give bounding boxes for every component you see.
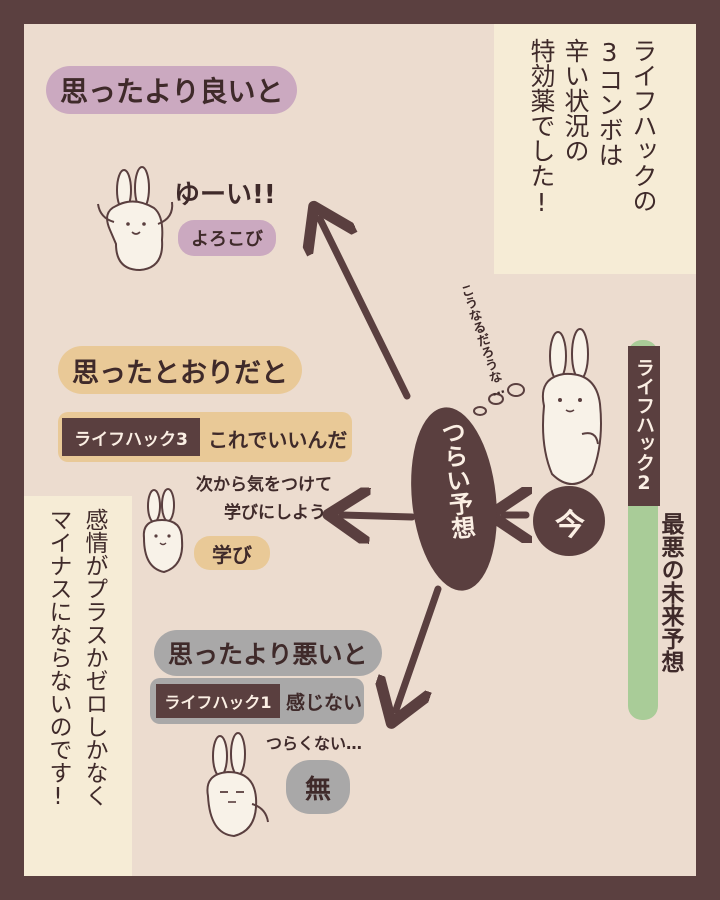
note-bottom-left-text: 感情がプラスかゼロしかなく マイナスにならないのです! (45, 508, 107, 810)
bad-mutter: つらくない… (266, 734, 363, 753)
rabbit-numb-icon (206, 732, 269, 838)
side-label-tag: ライフハック2 (628, 346, 660, 506)
good-shout: ゆーい!! (174, 180, 276, 210)
expected-tag: ライフハック3 (62, 418, 200, 456)
note-top-right-box (494, 24, 696, 274)
rabbit-happy-icon (97, 166, 174, 272)
now-label: 今 (555, 508, 585, 543)
side-label-text: 最悪の未来予想 (657, 512, 683, 673)
forecast-blob (411, 407, 497, 591)
bad-emotion-tag: 無 (286, 760, 350, 814)
thought-dot (488, 393, 504, 405)
now-circle (533, 486, 605, 556)
thought-dot (473, 406, 487, 416)
expected-emotion-tag: 学び (194, 536, 270, 570)
good-heading: 思ったより良いと (46, 66, 298, 114)
bad-heading: 思ったより悪いと (154, 630, 382, 676)
good-emotion-tag: よろこび (178, 220, 276, 256)
rabbit-thinking-icon (542, 328, 602, 485)
arrow-up-left (320, 219, 411, 400)
thought-dot (507, 383, 525, 397)
note-top-right-text: ライフハックの 3コンボは 辛い状況の 特効薬でした! (527, 38, 658, 217)
note-bottom-left-box (24, 496, 132, 876)
expected-line2: 学びにしよう (224, 503, 326, 523)
arrow-diagram (97, 166, 605, 838)
expected-line1: 次から気をつけて (196, 475, 332, 495)
comic-panel: ライフハックの 3コンボは 辛い状況の 特効薬でした! 感情がプラスかゼロしかな… (24, 24, 696, 876)
bad-tag: ライフハック1 (156, 684, 280, 718)
expected-heading: 思ったとおりだと (58, 346, 302, 394)
expected-tag-text: これでいいんだ (208, 428, 348, 452)
arrow-down-left (396, 585, 442, 710)
bad-tag-text: 感じない (286, 692, 363, 714)
arrow-left (342, 515, 416, 517)
rabbit-learning-icon (142, 488, 184, 574)
